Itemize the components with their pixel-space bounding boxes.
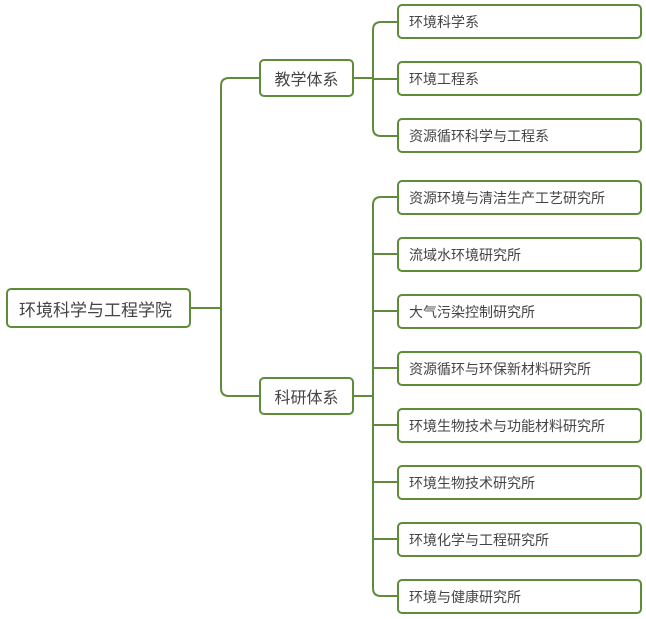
leaf-node[interactable]: 环境科学系 xyxy=(397,4,642,39)
leaf-label: 环境科学系 xyxy=(409,14,479,31)
branch-label: 教学体系 xyxy=(274,70,339,89)
branch-teaching[interactable]: 教学体系 xyxy=(259,59,354,97)
leaf-node[interactable]: 流域水环境研究所 xyxy=(397,237,642,272)
leaf-node[interactable]: 资源循环科学与工程系 xyxy=(397,118,642,153)
leaf-label: 环境工程系 xyxy=(409,71,479,88)
leaf-node[interactable]: 大气污染控制研究所 xyxy=(397,294,642,329)
leaf-node[interactable]: 资源环境与清洁生产工艺研究所 xyxy=(397,180,642,215)
leaf-label: 环境化学与工程研究所 xyxy=(409,532,549,549)
root-label: 环境科学与工程学院 xyxy=(19,300,172,321)
leaf-label: 流域水环境研究所 xyxy=(409,247,521,264)
leaf-node[interactable]: 环境与健康研究所 xyxy=(397,579,642,614)
leaf-label: 大气污染控制研究所 xyxy=(409,304,535,321)
leaf-node[interactable]: 环境化学与工程研究所 xyxy=(397,522,642,557)
root-node[interactable]: 环境科学与工程学院 xyxy=(6,288,191,328)
leaf-label: 环境生物技术研究所 xyxy=(409,475,535,492)
leaf-node[interactable]: 环境工程系 xyxy=(397,61,642,96)
branch-research[interactable]: 科研体系 xyxy=(259,377,354,415)
leaf-node[interactable]: 资源循环与环保新材料研究所 xyxy=(397,351,642,386)
leaf-label: 资源循环与环保新材料研究所 xyxy=(409,361,591,378)
leaf-label: 资源循环科学与工程系 xyxy=(409,128,549,145)
leaf-label: 资源环境与清洁生产工艺研究所 xyxy=(409,190,605,207)
leaf-node[interactable]: 环境生物技术与功能材料研究所 xyxy=(397,408,642,443)
leaf-label: 环境与健康研究所 xyxy=(409,589,521,606)
leaf-node[interactable]: 环境生物技术研究所 xyxy=(397,465,642,500)
branch-label: 科研体系 xyxy=(274,388,339,407)
leaf-label: 环境生物技术与功能材料研究所 xyxy=(409,418,605,435)
